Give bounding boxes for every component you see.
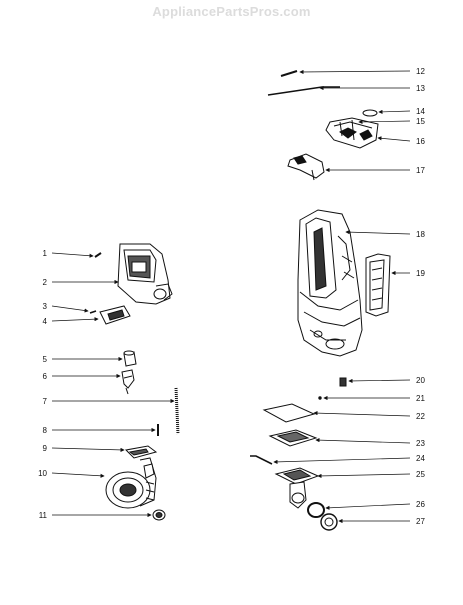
callout-8[interactable]: 8 <box>43 426 48 435</box>
part-12-rod[interactable] <box>280 70 298 77</box>
part-21-dot[interactable] <box>318 396 322 400</box>
callout-25[interactable]: 25 <box>416 470 425 479</box>
part-22-pad[interactable] <box>262 403 316 423</box>
callout-11[interactable]: 11 <box>39 511 48 520</box>
callout-26[interactable]: 26 <box>416 500 425 509</box>
part-6-socket[interactable] <box>121 369 135 395</box>
part-4-switch-plate[interactable] <box>99 305 131 325</box>
part-10-motor[interactable] <box>105 457 157 509</box>
part-20-knob[interactable] <box>339 377 347 387</box>
part-11-fan[interactable] <box>152 509 166 521</box>
part-16-handle-bracket[interactable] <box>325 117 379 149</box>
part-23-screen[interactable] <box>268 429 318 447</box>
part-3-clip[interactable] <box>89 310 97 314</box>
callout-15[interactable]: 15 <box>416 117 425 126</box>
callout-22[interactable]: 22 <box>416 412 425 421</box>
callout-labels: 1 2 3 4 5 6 7 8 9 10 11 12 13 14 15 16 1… <box>38 67 425 526</box>
part-18-main-housing[interactable] <box>297 209 363 357</box>
callout-21[interactable]: 21 <box>416 394 425 403</box>
part-17-latch[interactable] <box>287 153 325 181</box>
callout-10[interactable]: 10 <box>38 469 47 478</box>
part-25-hose-adapter[interactable] <box>274 467 320 509</box>
callout-17[interactable]: 17 <box>416 166 425 175</box>
callout-27[interactable]: 27 <box>416 517 425 526</box>
watermark: AppliancePartsPros.com <box>152 4 311 19</box>
part-27-ring[interactable] <box>320 513 338 531</box>
leader-lines <box>51 69 411 524</box>
callout-4[interactable]: 4 <box>43 317 48 326</box>
callout-19[interactable]: 19 <box>416 269 425 278</box>
callout-9[interactable]: 9 <box>43 444 48 453</box>
callout-24[interactable]: 24 <box>416 454 425 463</box>
part-1-screw[interactable] <box>94 252 102 258</box>
callout-12[interactable]: 12 <box>416 67 425 76</box>
part-7-spring[interactable] <box>174 387 180 435</box>
part-26-ring[interactable] <box>307 502 325 518</box>
part-9-motor-bracket[interactable] <box>124 445 158 459</box>
callout-6[interactable]: 6 <box>43 372 48 381</box>
part-5-cap[interactable] <box>123 350 137 367</box>
callout-18[interactable]: 18 <box>416 230 425 239</box>
part-2-front-cover[interactable] <box>117 243 173 305</box>
callout-3[interactable]: 3 <box>43 302 48 311</box>
callout-14[interactable]: 14 <box>416 107 425 116</box>
callout-13[interactable]: 13 <box>416 84 425 93</box>
part-19-filter[interactable] <box>365 253 391 317</box>
part-24-wire[interactable] <box>250 455 273 465</box>
callout-5[interactable]: 5 <box>43 355 48 364</box>
part-14-ring[interactable] <box>362 109 378 117</box>
callout-1[interactable]: 1 <box>43 249 48 258</box>
callout-23[interactable]: 23 <box>416 439 425 448</box>
callout-7[interactable]: 7 <box>43 397 48 406</box>
callout-2[interactable]: 2 <box>43 278 48 287</box>
callout-16[interactable]: 16 <box>416 137 425 146</box>
callout-20[interactable]: 20 <box>416 376 425 385</box>
